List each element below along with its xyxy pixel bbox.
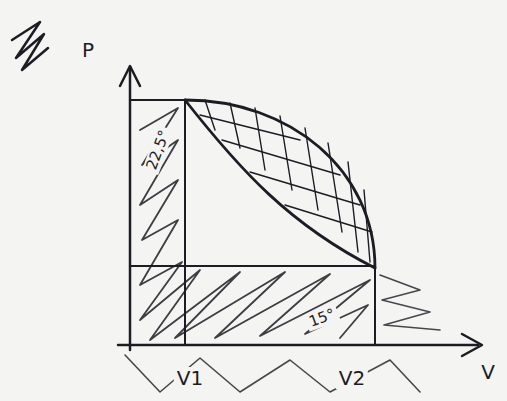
v-axis-arrow: [462, 334, 482, 356]
bottom-scribble: [125, 355, 420, 392]
area-scribble: [140, 108, 370, 340]
state-label: V1: [174, 367, 206, 389]
p-axis: [129, 68, 132, 350]
p-axis-arrow: [120, 66, 140, 86]
axis-label: P: [79, 39, 97, 61]
v1-line: [184, 100, 186, 345]
hatching: [200, 100, 372, 262]
scribble: [12, 22, 48, 70]
p2-line: [130, 265, 375, 267]
state-label: V2: [336, 367, 368, 389]
angle-label: 15°: [304, 305, 340, 332]
p1-line: [130, 99, 185, 101]
upper-curve: [185, 100, 375, 268]
v2-line: [374, 268, 376, 345]
axis-label: V: [478, 361, 498, 383]
lower-curve: [185, 100, 375, 268]
edge-scribble: [380, 275, 440, 330]
angle-label: 22,5°: [142, 125, 174, 175]
v-axis: [118, 344, 478, 347]
